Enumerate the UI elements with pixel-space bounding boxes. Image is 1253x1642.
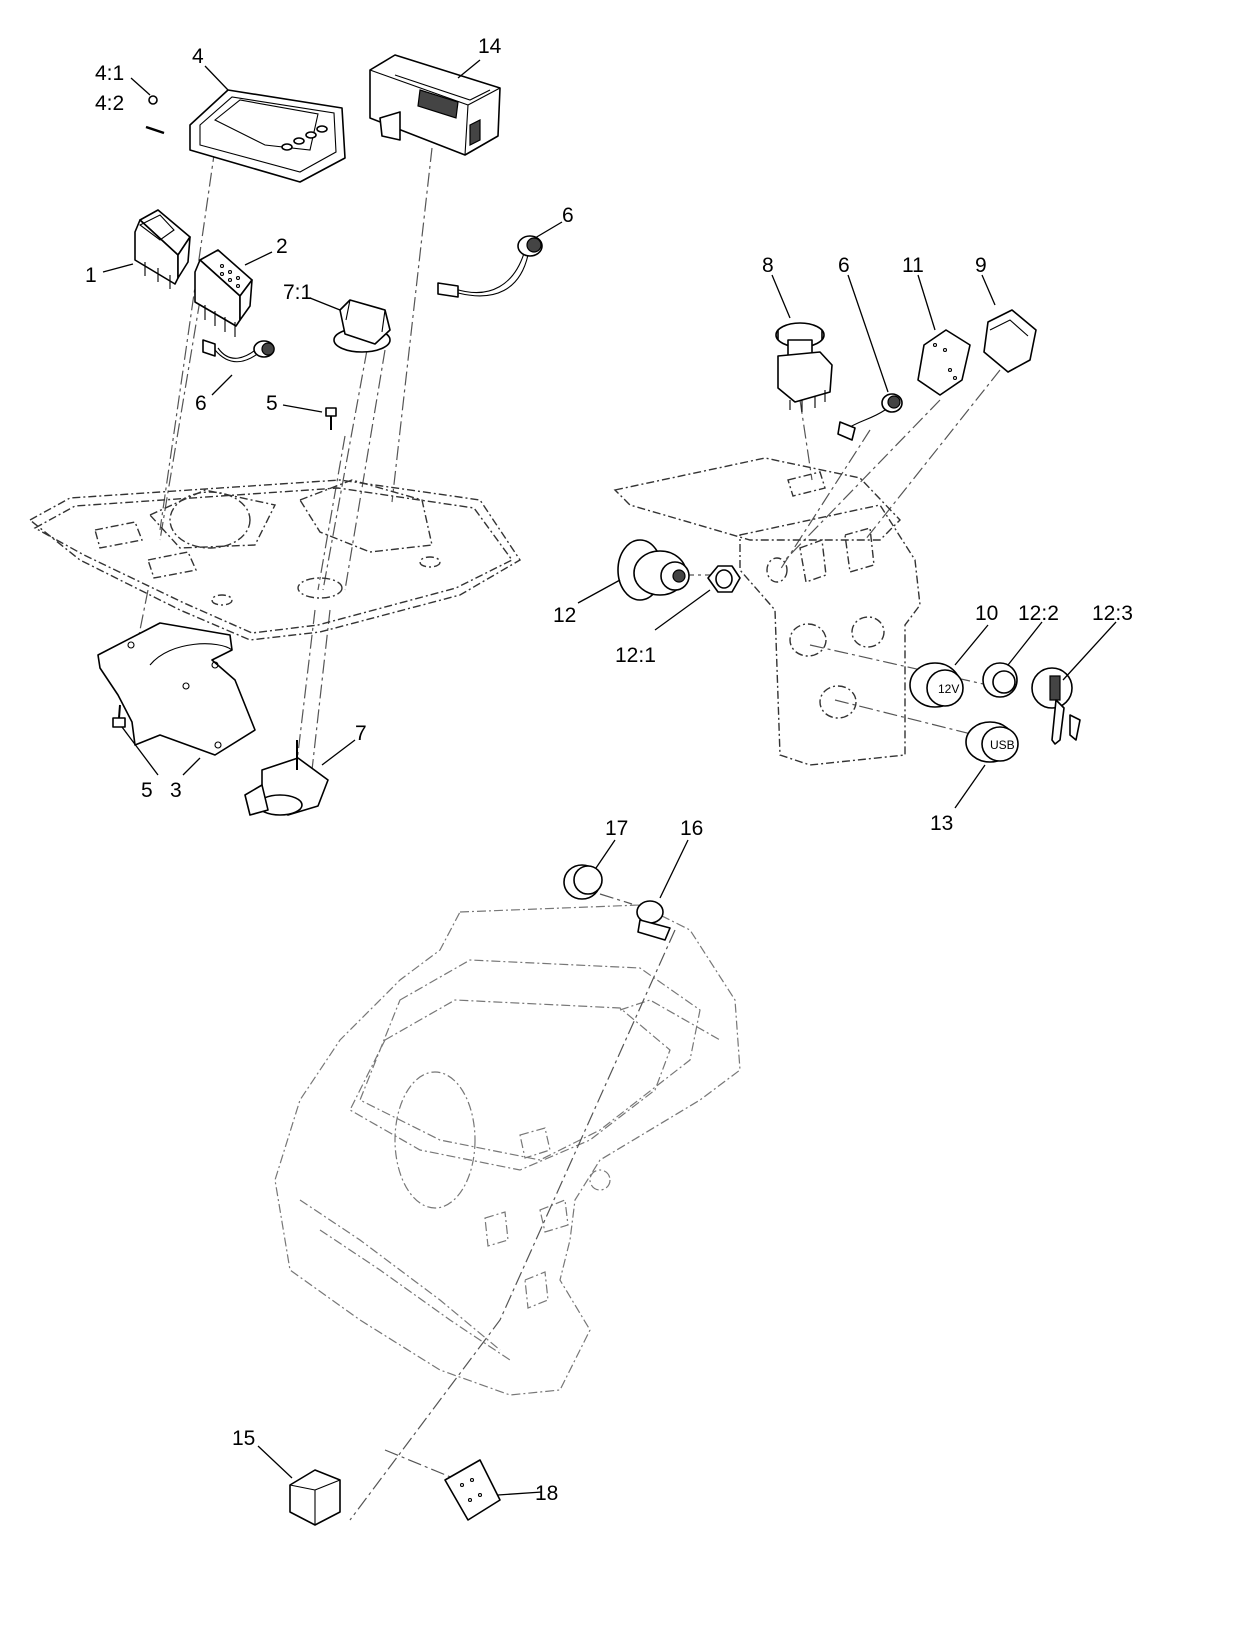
- rocker-switch-11: [917, 329, 971, 396]
- callout-6-top: 6: [562, 204, 574, 227]
- callout-10: 10: [975, 602, 998, 625]
- rocker-switch-9: [983, 309, 1037, 373]
- alignment-lines-bottom: [349, 893, 676, 1521]
- key-switch-12: [617, 539, 690, 601]
- callout-1: 1: [85, 264, 97, 287]
- key-cylinder-12-3: [1031, 667, 1081, 745]
- callout-12-2: 12:2: [1018, 602, 1059, 625]
- pto-switch-8: [775, 322, 833, 412]
- callout-5-bottom: 5: [141, 779, 153, 802]
- side-panel-plate: [613, 457, 921, 766]
- socket-16: [636, 900, 671, 941]
- power-socket-10: 12V: [909, 662, 964, 708]
- callout-16: 16: [680, 817, 703, 840]
- dash-panel-plate: [28, 479, 521, 641]
- callout-18: 18: [535, 1482, 558, 1505]
- callout-2: 2: [276, 235, 288, 258]
- callout-7-1: 7:1: [283, 281, 312, 304]
- callout-15: 14: [478, 35, 502, 58]
- callout-17: 17: [605, 817, 628, 840]
- rocker-switch-2: [194, 249, 253, 337]
- alignment-lines-right: [680, 369, 1011, 741]
- bezel-12-2: [982, 662, 1018, 698]
- callout-6-left: 6: [195, 392, 207, 415]
- nut-12-1: [707, 565, 741, 593]
- rocker-cover-18: [444, 1459, 501, 1521]
- indicator-light-6-top: [437, 235, 543, 298]
- callout-12-1: 12:1: [615, 644, 656, 667]
- pin-4-2: [145, 125, 165, 135]
- callout-11: 11: [902, 254, 924, 277]
- switch-14: [289, 1469, 341, 1526]
- controller-unit-15: [369, 54, 501, 156]
- frame-phantom: [274, 904, 741, 1396]
- callout-4: 4: [192, 45, 204, 68]
- nut-4-1: [148, 95, 158, 105]
- knob-7-1: [333, 299, 391, 353]
- rocker-switch-1: [134, 209, 191, 289]
- display-buttons: [281, 125, 328, 151]
- callout-12: 12: [553, 604, 576, 627]
- callout-4-1: 4:1: [95, 62, 124, 85]
- screw-5-top: [325, 407, 337, 430]
- screw-5-bottom: [112, 704, 126, 728]
- callout-14: 15: [232, 1427, 255, 1450]
- display-unit-4: [189, 89, 346, 183]
- callout-13: 13: [930, 812, 953, 835]
- socket-usb-marking: USB: [990, 738, 1015, 752]
- bracket-3: [97, 622, 256, 756]
- callout-9: 9: [975, 254, 987, 277]
- leader-lines: [102, 59, 1117, 1496]
- callout-3: 3: [170, 779, 182, 802]
- rotary-switch-7: [244, 740, 329, 816]
- callout-labels: 4:1 4:2 4 14 1 2 7:1 6 6 5 5 3 7 8 6 11 …: [85, 35, 1133, 1505]
- usb-socket-13: USB: [965, 721, 1019, 763]
- cap-17: [563, 864, 603, 900]
- callout-7: 7: [355, 722, 367, 745]
- indicator-light-6-left: [202, 339, 275, 363]
- callout-8: 8: [762, 254, 774, 277]
- callout-4-2: 4:2: [95, 92, 124, 115]
- callout-6-right: 6: [838, 254, 850, 277]
- callout-12-3: 12:3: [1092, 602, 1133, 625]
- indicator-light-6-right: [837, 393, 903, 441]
- socket-12v-marking: 12V: [938, 682, 959, 696]
- callout-5-top: 5: [266, 392, 278, 415]
